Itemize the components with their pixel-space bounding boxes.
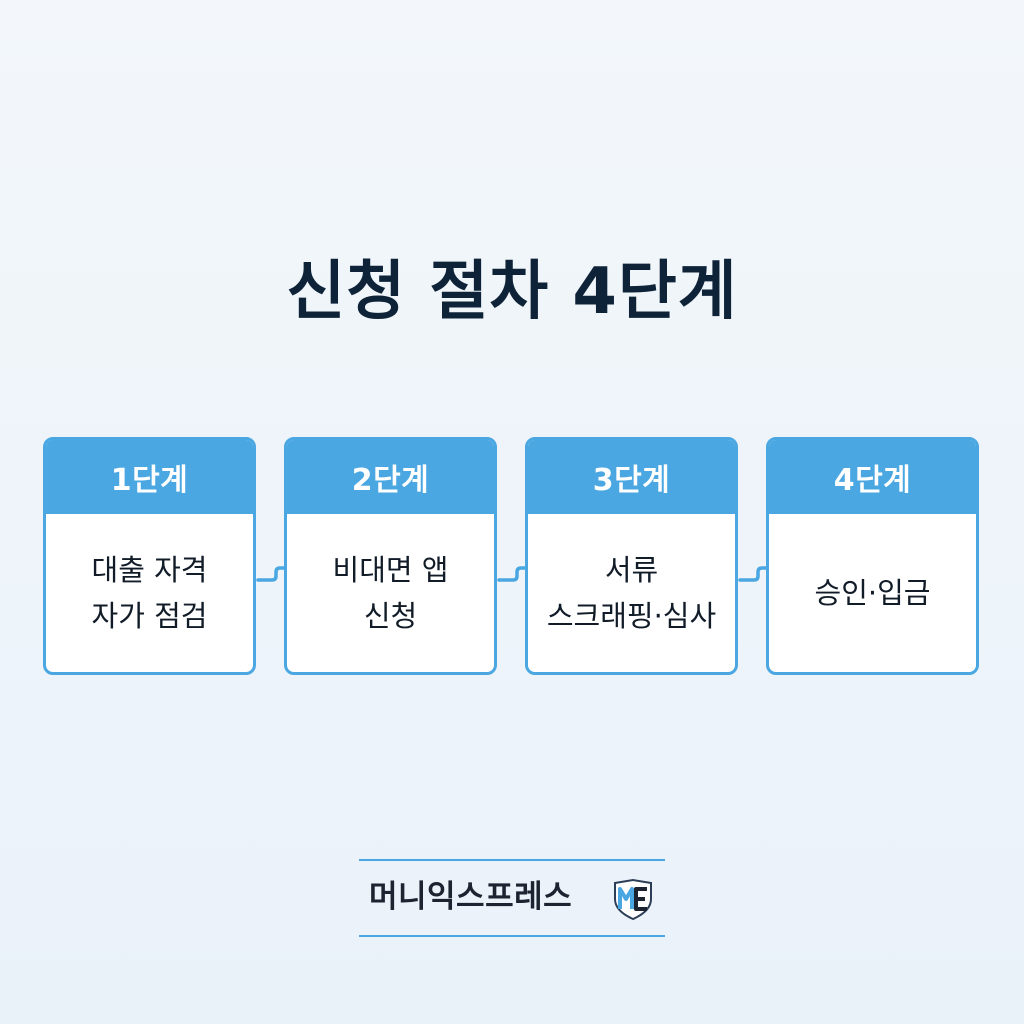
me-shield-logo-icon xyxy=(614,878,652,921)
step-2-label: 2단계 xyxy=(287,440,494,514)
step-1-line-2: 자가 점검 xyxy=(91,599,208,633)
step-2-line-2: 신청 xyxy=(363,599,418,633)
page-title: 신청 절차 4단계 xyxy=(286,255,738,329)
step-3-line-1: 서류 xyxy=(604,553,659,587)
step-3-description: 서류 스크래핑·심사 xyxy=(528,514,735,672)
step-1-line-1: 대출 자격 xyxy=(91,553,208,587)
step-1-description: 대출 자격 자가 점검 xyxy=(46,514,253,672)
step-2-description: 비대면 앱 신청 xyxy=(287,514,494,672)
step-card-3: 3단계 서류 스크래핑·심사 xyxy=(525,437,738,675)
step-4-line-1: 승인·입금 xyxy=(814,576,931,610)
step-4-label: 4단계 xyxy=(769,440,976,514)
brand-footer: 머니익스프레스 xyxy=(359,859,665,939)
step-2-line-1: 비대면 앱 xyxy=(332,553,449,587)
footer-top-divider xyxy=(359,859,665,861)
step-3-label: 3단계 xyxy=(528,440,735,514)
step-1-label: 1단계 xyxy=(46,440,253,514)
step-4-description: 승인·입금 xyxy=(769,514,976,672)
step-card-2: 2단계 비대면 앱 신청 xyxy=(284,437,497,675)
footer-bottom-divider xyxy=(359,935,665,937)
brand-name: 머니익스프레스 xyxy=(369,879,573,915)
step-3-line-2: 스크래핑·심사 xyxy=(546,599,717,633)
step-card-4: 4단계 승인·입금 xyxy=(766,437,979,675)
step-card-1: 1단계 대출 자격 자가 점검 xyxy=(43,437,256,675)
